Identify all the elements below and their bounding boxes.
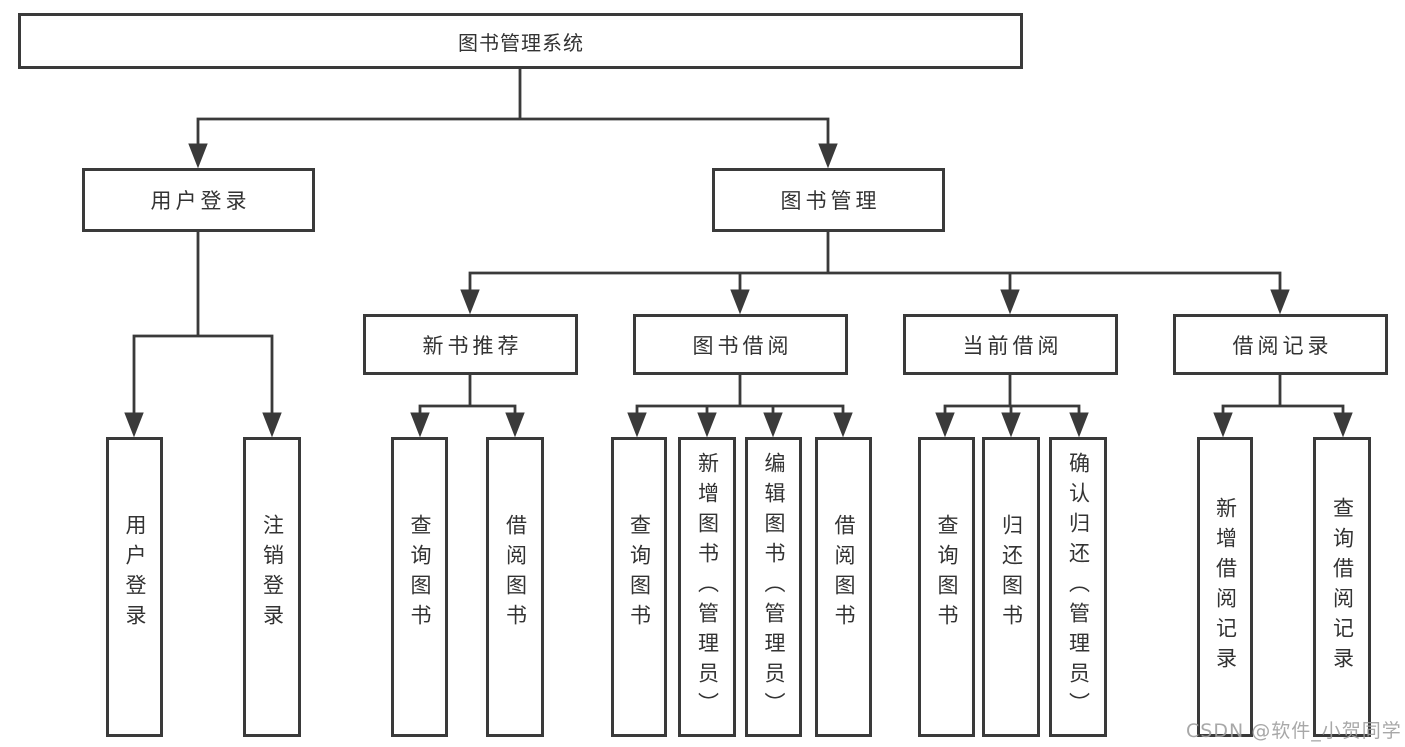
leaf-label: 查询图书 xyxy=(935,514,959,634)
connector-new-book-recommendation xyxy=(410,373,525,438)
connector-root xyxy=(188,67,838,169)
leaf-label: 用户登录 xyxy=(123,514,147,634)
leaf-return-books: 归还图书 xyxy=(982,437,1040,737)
connector-book-management xyxy=(460,230,1290,315)
leaf-label: 注销登录 xyxy=(260,514,285,634)
node-book-borrowing: 图书借阅 xyxy=(633,314,848,375)
leaf-borrow-books-1: 借阅图书 xyxy=(486,437,544,737)
leaf-label: 确认归还（管理员） xyxy=(1066,452,1091,722)
connector-book-borrowing xyxy=(627,373,853,438)
node-current-borrowing: 当前借阅 xyxy=(903,314,1118,375)
leaf-label: 新增图书（管理员） xyxy=(695,452,720,722)
leaf-query-borrow-record: 查询借阅记录 xyxy=(1313,437,1371,737)
watermark-text: CSDN @软件_小贺同学 xyxy=(1186,720,1402,742)
node-label: 当前借阅 xyxy=(962,333,1063,358)
node-user-login: 用户登录 xyxy=(82,168,315,232)
node-new-book-recommendation: 新书推荐 xyxy=(363,314,578,375)
leaf-add-book-admin: 新增图书（管理员） xyxy=(678,437,736,737)
connector-borrowing-records xyxy=(1213,373,1353,438)
node-label: 借阅记录 xyxy=(1232,333,1333,358)
node-label: 用户登录 xyxy=(150,189,251,213)
connector-current-borrowing xyxy=(935,373,1089,438)
node-book-management: 图书管理 xyxy=(712,168,945,232)
leaf-label: 查询图书 xyxy=(408,514,432,634)
leaf-label: 查询借阅记录 xyxy=(1330,497,1355,677)
leaf-label: 新增借阅记录 xyxy=(1213,497,1238,677)
leaf-label: 借阅图书 xyxy=(503,514,528,634)
leaf-confirm-return-admin: 确认归还（管理员） xyxy=(1049,437,1107,737)
connector-user-login xyxy=(124,230,282,438)
leaf-label: 归还图书 xyxy=(999,514,1024,634)
node-label: 图书管理系统 xyxy=(458,30,584,55)
leaf-label: 借阅图书 xyxy=(832,514,856,634)
leaf-logout: 注销登录 xyxy=(243,437,301,737)
leaf-borrow-books-2: 借阅图书 xyxy=(815,437,872,737)
leaf-label: 编辑图书（管理员） xyxy=(762,452,786,722)
leaf-edit-book-admin: 编辑图书（管理员） xyxy=(745,437,802,737)
leaf-add-borrow-record: 新增借阅记录 xyxy=(1197,437,1253,737)
leaf-label: 查询图书 xyxy=(627,514,652,634)
node-library-management-system: 图书管理系统 xyxy=(18,13,1023,69)
node-label: 图书借阅 xyxy=(692,333,793,358)
node-label: 图书管理 xyxy=(780,189,881,213)
node-borrowing-records: 借阅记录 xyxy=(1173,314,1388,375)
leaf-query-books-2: 查询图书 xyxy=(611,437,667,737)
leaf-user-login: 用户登录 xyxy=(106,437,163,737)
leaf-query-books-3: 查询图书 xyxy=(918,437,975,737)
node-label: 新书推荐 xyxy=(422,333,523,358)
leaf-query-books-1: 查询图书 xyxy=(391,437,448,737)
